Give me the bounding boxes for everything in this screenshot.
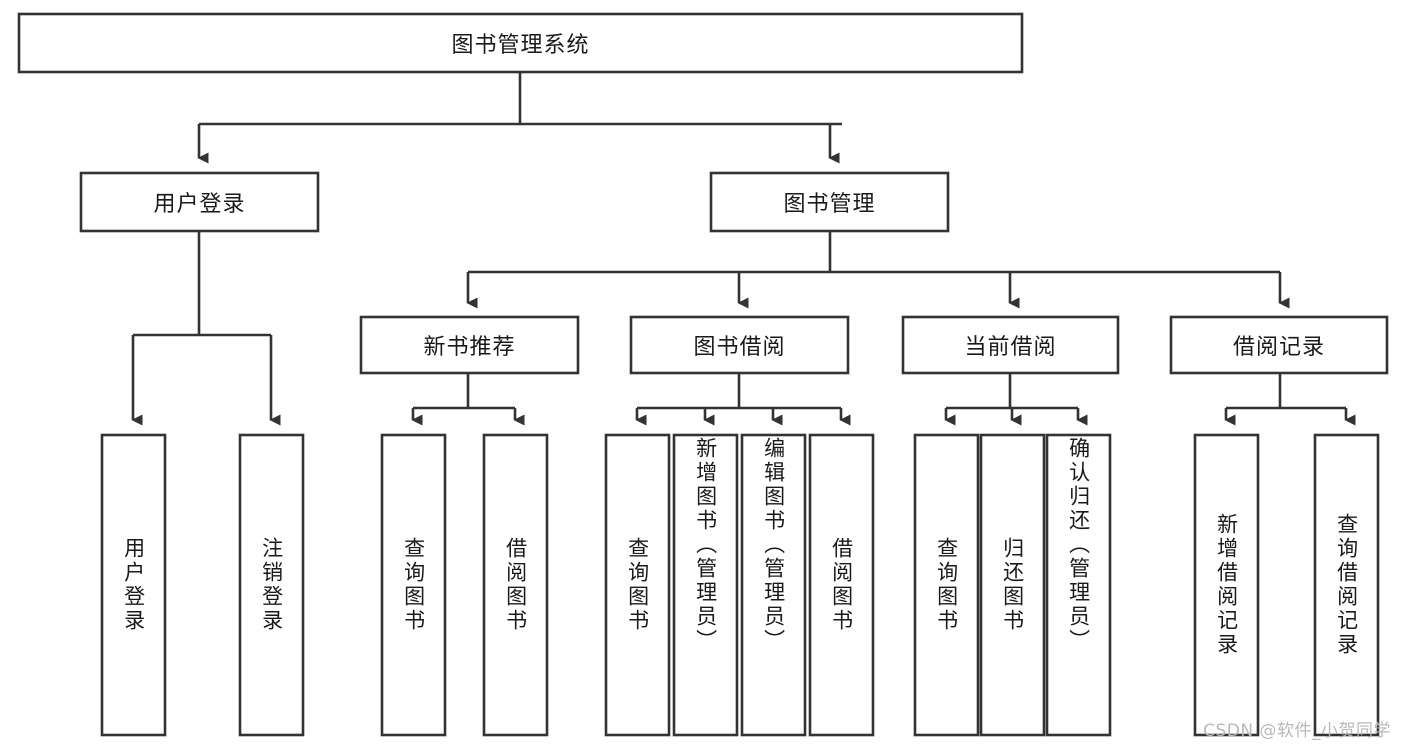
leaf-box[interactable] — [100, 433, 167, 737]
node-root[interactable] — [17, 12, 1024, 74]
leaf-box[interactable] — [1313, 433, 1380, 737]
node-borrow-records[interactable] — [1169, 315, 1389, 375]
leaf-box[interactable] — [913, 433, 980, 737]
node-current-borrow[interactable] — [901, 315, 1120, 375]
connector-root-to-level1 — [197, 72, 842, 164]
connector-new-book-to-leaves — [411, 373, 525, 426]
connector-user-login-to-leaves — [131, 231, 281, 426]
node-new-book-recommend[interactable] — [359, 315, 580, 375]
leaf-box[interactable] — [979, 433, 1046, 737]
node-book-management[interactable] — [709, 171, 950, 233]
leaf-box[interactable] — [808, 433, 875, 737]
leaf-box[interactable] — [740, 433, 807, 737]
connector-book-mgmt-to-level2 — [466, 231, 1290, 309]
node-user-login[interactable] — [79, 171, 320, 233]
leaf-box[interactable] — [672, 433, 739, 737]
watermark-text: CSDN @软件_小贺同学 — [1203, 721, 1391, 741]
leaf-box[interactable] — [1193, 433, 1260, 737]
connector-borrow-to-leaves — [635, 373, 851, 426]
node-book-borrow[interactable] — [629, 315, 850, 375]
leaf-box[interactable] — [604, 433, 671, 737]
connector-records-to-leaves — [1224, 373, 1356, 426]
leaf-box[interactable] — [482, 433, 549, 737]
leaf-box[interactable] — [1045, 433, 1112, 737]
leaf-box[interactable] — [380, 433, 447, 737]
leaf-box[interactable] — [238, 433, 305, 737]
connector-current-to-leaves — [944, 373, 1088, 426]
